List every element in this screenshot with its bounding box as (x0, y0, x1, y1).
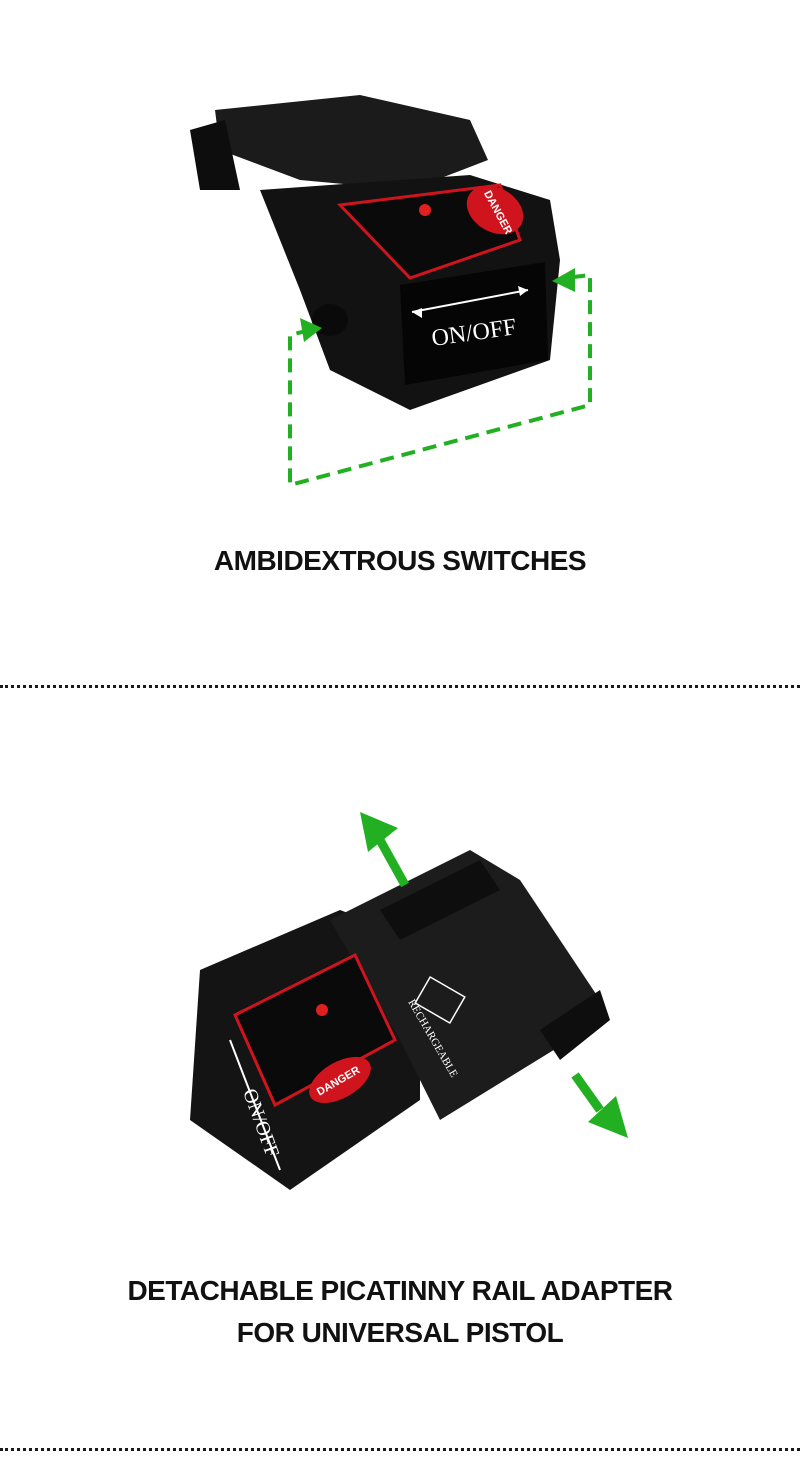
switch-arrow-head-right (518, 286, 528, 296)
feature-title-text: AMBIDEXTROUS SWITCHES (213, 545, 587, 576)
rail-clamp (215, 95, 488, 190)
feature-title: AMBIDEXTROUS SWITCHES (0, 540, 800, 582)
arrow-left-icon (300, 318, 322, 342)
warning-label (233, 952, 397, 1108)
feature-title-line-1: DETACHABLE PICATINNY RAIL ADAPTER (127, 1275, 673, 1306)
arrow-down-right-icon (588, 1096, 628, 1138)
arrow-up-left-line (376, 837, 409, 888)
arrow-down-right-line (571, 1072, 604, 1113)
rail-bottom-clamp (540, 990, 610, 1060)
feature-title: DETACHABLE PICATINNY RAIL ADAPTER FOR UN… (0, 1270, 800, 1354)
danger-badge (466, 185, 524, 235)
rail-top-clamp (380, 860, 500, 940)
feature-title-line-2: FOR UNIVERSAL PISTOL (236, 1317, 564, 1348)
laser-starburst (419, 204, 431, 216)
arrow-up-left-icon (360, 812, 398, 852)
laser-starburst (316, 1004, 328, 1016)
plug-icon (414, 975, 466, 1025)
section-divider (0, 1448, 800, 1451)
switch-arrow-head-left (412, 308, 422, 318)
feature-detachable-rail-adapter: DANGER RECHARGEABLE ON/OFF DETACHABLE PI… (0, 690, 800, 1450)
danger-badge (309, 1056, 371, 1104)
laser-sight-image-rail: DANGER RECHARGEABLE ON/OFF (190, 812, 628, 1190)
section-divider (0, 685, 800, 688)
arrow-right-icon (552, 268, 575, 292)
feature-ambidextrous-switches: DANGER ON/OFF AMBIDEXTROUS SWITCHES (0, 0, 800, 688)
clamp-knob (190, 120, 240, 190)
switch-arrow-line (411, 289, 529, 313)
laser-sight-image-switches: DANGER ON/OFF (190, 95, 592, 488)
switch-arrow-line (229, 1039, 281, 1171)
